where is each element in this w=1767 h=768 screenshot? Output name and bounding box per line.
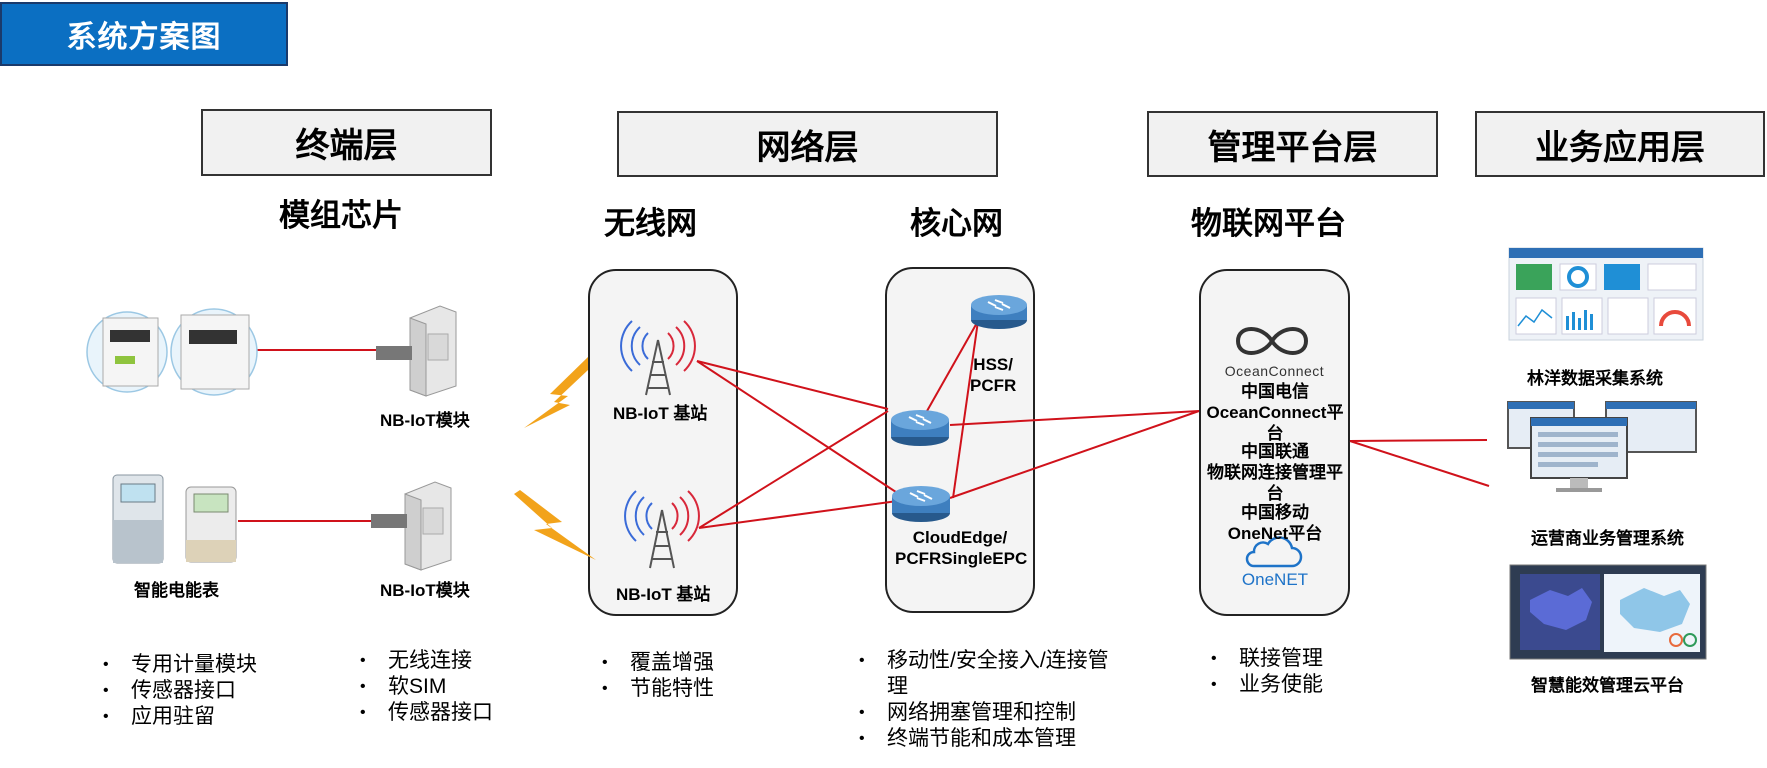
lightning-icon xyxy=(524,357,588,428)
router-icon-core xyxy=(891,410,949,446)
chip-bullet-list: 专用计量模块 传感器接口 应用驻留 xyxy=(101,652,257,730)
core-bullet-list: 移动性/安全接入/连接管理 网络拥塞管理和控制 终端节能和成本管理 xyxy=(857,648,1122,752)
app2-label: 运营商业务管理系统 xyxy=(1531,529,1684,548)
link-hss-router2 xyxy=(952,320,979,499)
app-energy-map-thumbnail xyxy=(1509,564,1707,660)
list-item: 终端节能和成本管理 xyxy=(857,726,1122,752)
subhead-iot-platform: 物联网平台 xyxy=(1191,206,1346,241)
link-platform-app2 xyxy=(1349,439,1488,442)
list-item: 网络拥塞管理和控制 xyxy=(857,700,1122,726)
link-bts2-router1 xyxy=(698,410,889,529)
list-item: 联接管理 xyxy=(1209,646,1323,672)
layer-network: 网络层 xyxy=(617,111,998,177)
app1-label: 林洋数据采集系统 xyxy=(1527,369,1663,388)
din-meter-icon xyxy=(86,308,258,396)
onenet-logo-text: OneNET xyxy=(1241,570,1309,589)
hss-pcfr-label: HSS/ PCFR xyxy=(970,355,1017,395)
connection-lines xyxy=(238,320,1490,529)
smart-meter-label: 智能电能表 xyxy=(134,581,219,600)
module-bullet-list: 无线连接 软SIM 传感器接口 xyxy=(358,648,493,726)
wireless-bullet-list: 覆盖增强 节能特性 xyxy=(600,650,714,702)
router-icon-hss xyxy=(971,295,1027,329)
list-item: 业务使能 xyxy=(1209,672,1323,698)
module-top-label: NB-IoT模块 xyxy=(380,411,470,430)
oceanconnect-logo-text: OceanConnect xyxy=(1224,363,1325,379)
module-bottom-label: NB-IoT模块 xyxy=(380,581,470,600)
layer-terminal: 终端层 xyxy=(201,109,492,176)
list-item: 软SIM xyxy=(358,674,493,700)
list-item: 专用计量模块 xyxy=(101,652,257,678)
base-station-bottom-label: NB-IoT 基站 xyxy=(616,585,711,604)
platform-bullet-list: 联接管理 业务使能 xyxy=(1209,646,1323,698)
nb-iot-module-icon xyxy=(371,481,452,571)
link-bts1-router1 xyxy=(696,360,889,410)
list-item: 传感器接口 xyxy=(101,678,257,704)
telecom-platform-label: 中国电信 OceanConnect平台 xyxy=(1206,382,1344,443)
list-item: 节能特性 xyxy=(600,676,714,702)
list-item: 应用驻留 xyxy=(101,704,257,730)
page-title: 系统方案图 xyxy=(0,2,288,66)
link-platform-app2b xyxy=(1349,440,1490,487)
onenet-cloud-icon xyxy=(1245,536,1303,568)
app-dashboard-thumbnail xyxy=(1508,247,1704,341)
link-hss-router1 xyxy=(926,320,979,412)
list-item: 传感器接口 xyxy=(358,700,493,726)
base-station-icon xyxy=(624,490,700,569)
cloudedge-label: CloudEdge/ PCFRSingleEPC xyxy=(895,528,1028,568)
link-bts2-router2 xyxy=(698,499,906,529)
base-station-top-label: NB-IoT 基站 xyxy=(613,404,708,423)
smart-meter-icon xyxy=(112,474,237,564)
subhead-module-chip: 模组芯片 xyxy=(279,198,403,233)
list-item: 无线连接 xyxy=(358,648,493,674)
mobile-platform-label: 中国移动 OneNet平台 xyxy=(1227,503,1323,543)
lightning-icon xyxy=(514,490,596,560)
subhead-wireless: 无线网 xyxy=(604,206,697,241)
nb-iot-module-icon xyxy=(376,305,457,397)
router-icon-edge xyxy=(892,486,950,522)
base-station-icon xyxy=(620,320,696,396)
list-item: 覆盖增强 xyxy=(600,650,714,676)
layer-application: 业务应用层 xyxy=(1475,111,1765,177)
oceanconnect-logo-icon xyxy=(1235,327,1309,355)
subhead-core: 核心网 xyxy=(910,206,1003,241)
link-bts1-router2 xyxy=(696,360,906,499)
layer-platform: 管理平台层 xyxy=(1147,111,1438,177)
app-monitors-thumbnail xyxy=(1507,401,1697,492)
platform-panel xyxy=(1199,269,1350,616)
app3-label: 智慧能效管理云平台 xyxy=(1531,676,1684,695)
unicom-platform-label: 中国联通 物联网连接管理平台 xyxy=(1207,442,1343,503)
list-item: 移动性/安全接入/连接管理 xyxy=(857,648,1122,700)
link-router2-platform xyxy=(949,410,1200,499)
link-router1-platform xyxy=(949,410,1200,426)
